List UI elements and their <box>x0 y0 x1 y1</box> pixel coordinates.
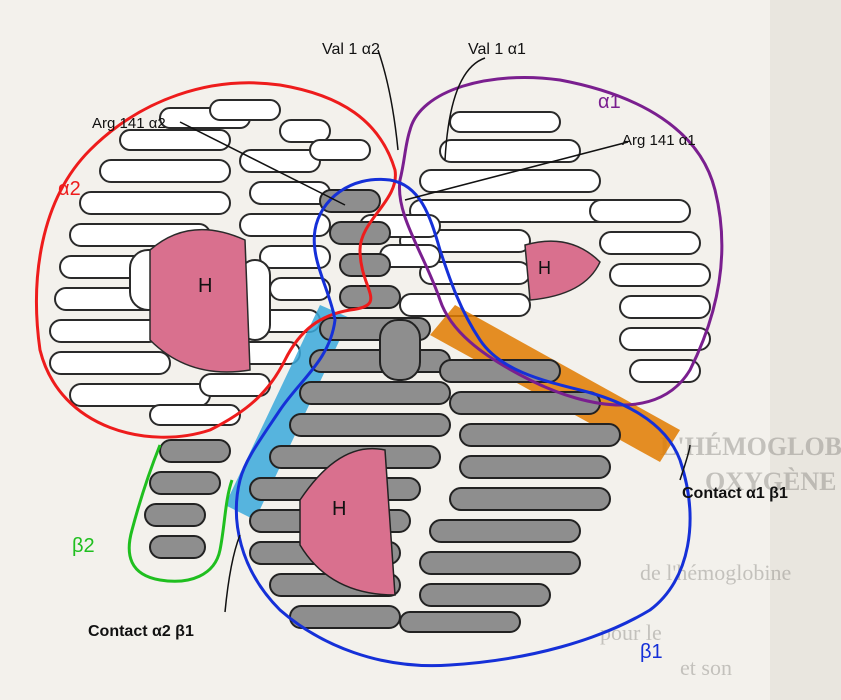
label-alpha2: α2 <box>58 178 81 200</box>
label-contact-a2b1: Contact α2 β1 <box>88 623 194 640</box>
label-arg141-a1: Arg 141 α1 <box>622 132 696 149</box>
alpha1-heme-label: H <box>538 258 551 278</box>
label-val1-a2: Val 1 α2 <box>322 41 380 58</box>
beta2-outline <box>127 444 234 583</box>
beta1-outline <box>234 177 692 668</box>
alpha1-subunit-ribbons <box>359 111 711 383</box>
leader-val1-a2 <box>377 49 399 151</box>
alpha2-outline <box>35 81 397 439</box>
leader-contact-a1b1 <box>679 444 691 481</box>
label-beta2: β2 <box>72 535 95 557</box>
bg-line-2: OXYGÈNE <box>705 467 836 496</box>
beta1-heme-label: H <box>332 498 346 520</box>
background-text: L'HÉMOGLOBINE POUR LE OXYGÈNE de l'hémog… <box>600 432 841 680</box>
bg-line-4: pour le <box>600 620 662 645</box>
label-contact-a1b1: Contact α1 β1 <box>682 485 788 502</box>
bg-line-3: de l'hémoglobine <box>640 560 791 585</box>
alpha2-heme-label: H <box>198 275 212 297</box>
leader-val1-a1 <box>444 57 486 161</box>
label-alpha1: α1 <box>598 91 621 113</box>
leader-contact-a2b1 <box>224 534 241 613</box>
leader-arg141-a1 <box>404 141 629 201</box>
leader-lines <box>179 49 691 613</box>
label-val1-a1: Val 1 α1 <box>468 41 526 58</box>
alpha1-outline <box>397 76 724 407</box>
leader-arg141-a2 <box>179 121 346 206</box>
alpha2-heme <box>149 228 251 373</box>
alpha1-heme <box>524 240 601 301</box>
bg-line-5: et son <box>680 655 732 680</box>
label-beta1: β1 <box>640 641 663 663</box>
beta1-heme <box>299 447 396 596</box>
label-arg141-a2: Arg 141 α2 <box>92 115 166 132</box>
